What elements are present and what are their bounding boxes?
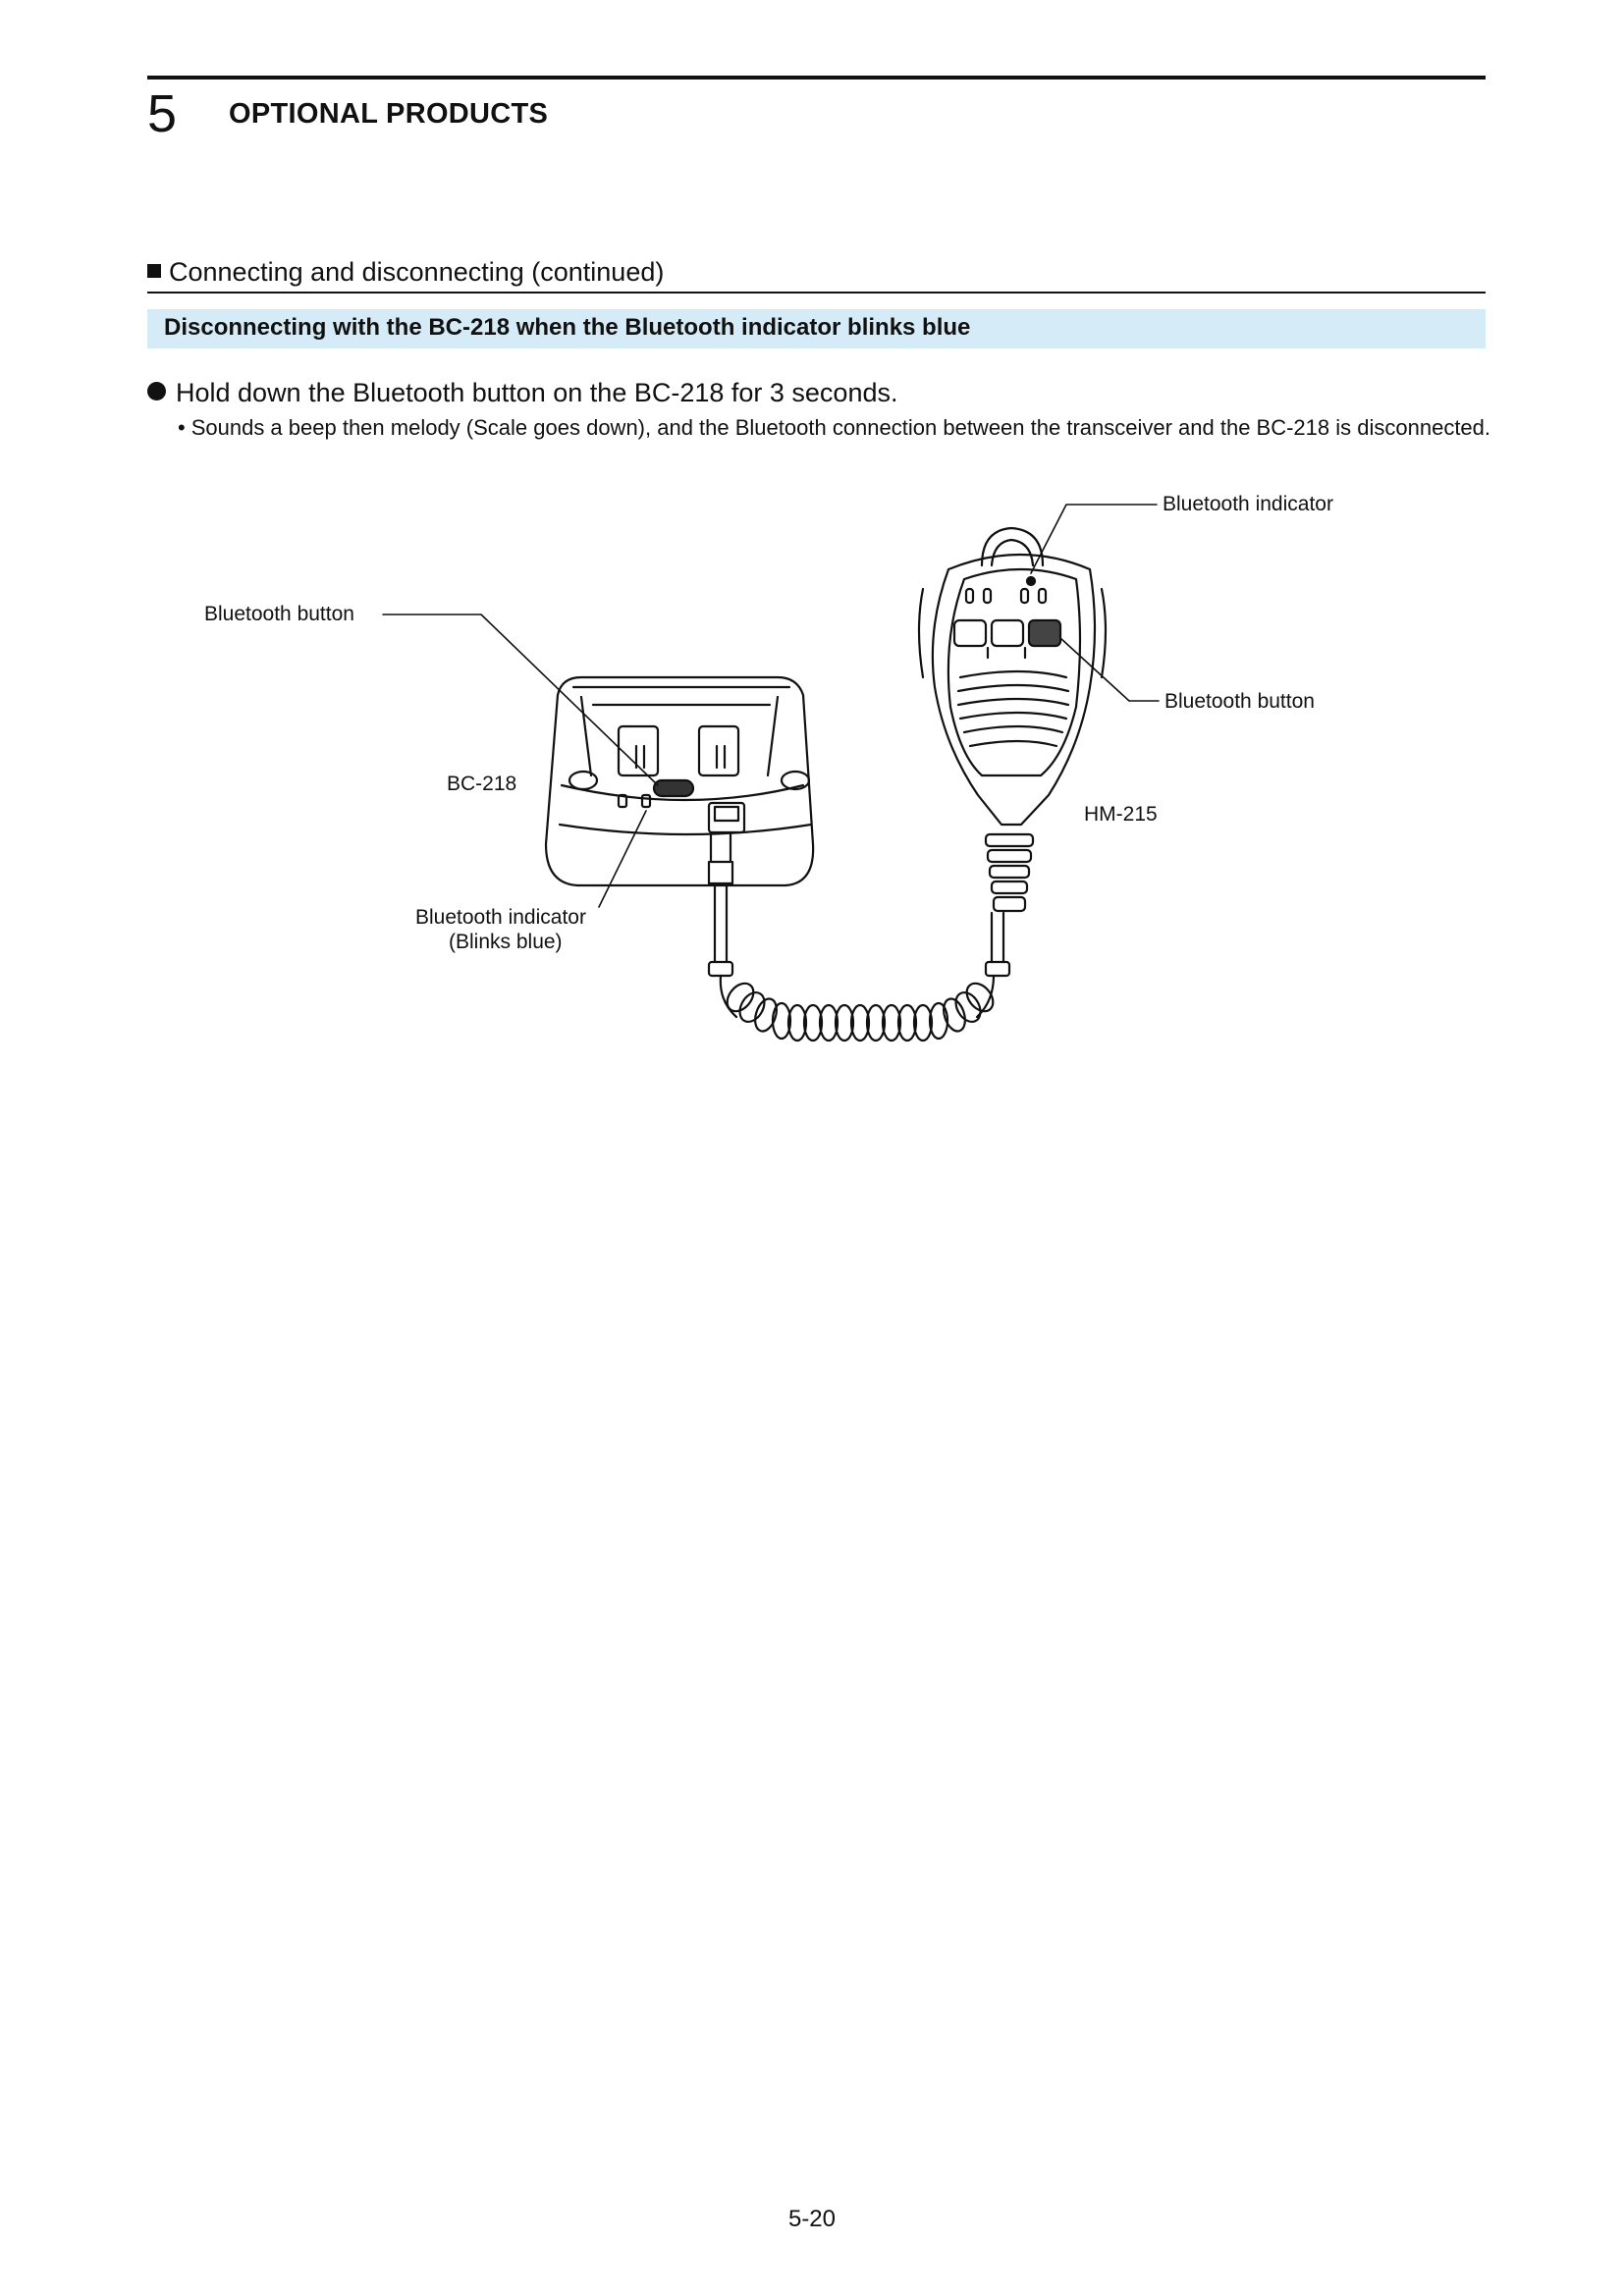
connection-illustration — [382, 504, 1160, 1042]
header-rule — [147, 76, 1486, 80]
bullet-dot-icon — [147, 382, 166, 400]
step-text: Hold down the Bluetooth button on the BC… — [176, 378, 898, 407]
instruction-note: •Sounds a beep then melody (Scale goes d… — [178, 411, 1493, 444]
cable-drawing — [707, 830, 1011, 1042]
label-charger-bluetooth-indicator: Bluetooth indicator — [415, 906, 586, 929]
microphone-hm215-drawing — [917, 526, 1108, 913]
subsection-title: Disconnecting with the BC-218 when the B… — [164, 314, 971, 341]
note-bullet: • — [178, 415, 186, 440]
section-title: Connecting and disconnecting (continued) — [169, 257, 665, 287]
label-mic-bluetooth-indicator: Bluetooth indicator — [1163, 493, 1333, 515]
chapter-title: OPTIONAL PRODUCTS — [229, 98, 549, 130]
label-blinks-blue: (Blinks blue) — [449, 931, 563, 953]
label-mic-bluetooth-button: Bluetooth button — [1164, 690, 1315, 713]
square-bullet-icon — [147, 264, 161, 278]
callout-lines — [382, 504, 1160, 908]
chapter-number: 5 — [147, 84, 178, 143]
note-text: Sounds a beep then melody (Scale goes do… — [190, 415, 1491, 440]
subsection-bar: Disconnecting with the BC-218 when the B… — [147, 309, 1486, 348]
label-charger-bluetooth-button: Bluetooth button — [204, 603, 354, 625]
page-number: 5-20 — [787, 2206, 837, 2232]
label-bc218: BC-218 — [447, 773, 517, 795]
charger-bc218-drawing — [544, 675, 815, 887]
section-heading: Connecting and disconnecting (continued) — [147, 257, 664, 288]
instruction-step: Hold down the Bluetooth button on the BC… — [147, 378, 898, 408]
label-hm215: HM-215 — [1084, 803, 1158, 826]
section-rule — [147, 292, 1486, 294]
